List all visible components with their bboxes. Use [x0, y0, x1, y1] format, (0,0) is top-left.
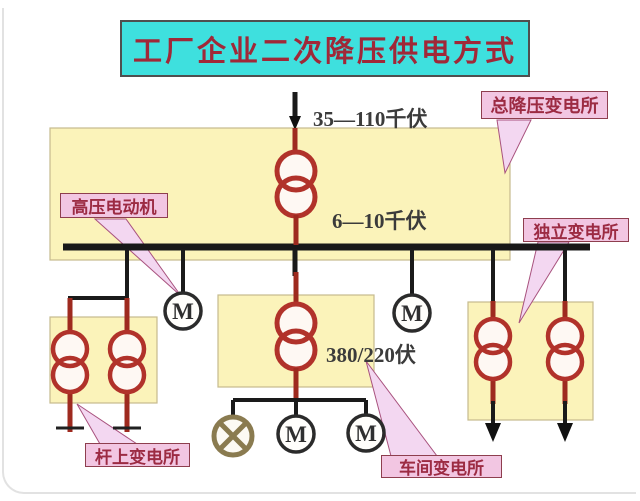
callout-pole-substation: 杆上变电所	[85, 443, 190, 467]
pointer-main-substation	[496, 119, 532, 175]
pole-substation-branch	[50, 249, 147, 432]
motor-circle-icon	[346, 413, 386, 453]
main-transformer-icon	[274, 149, 318, 219]
motor-circle-icon	[392, 293, 432, 333]
outgoing-arrow-icon	[485, 423, 501, 442]
pole-transformer-2-icon	[107, 329, 147, 395]
lamp-icon	[211, 414, 255, 458]
independent-transformer-1-icon	[473, 316, 513, 382]
pole-transformer-1-icon	[50, 329, 90, 395]
voltage-distribution: 6—10千伏	[332, 209, 427, 233]
pointer-hv-motor	[93, 218, 182, 297]
pointer-independent-substation	[518, 241, 570, 324]
callout-main-substation: 总降压变电所	[481, 91, 608, 119]
lv-motor-2: M	[346, 413, 386, 453]
callout-independent-substation: 独立变电所	[523, 218, 629, 242]
voltage-low: 380/220伏	[326, 343, 416, 367]
independent-substation-branch	[473, 249, 585, 442]
workshop-substation-branch: M M	[211, 249, 386, 458]
hv-motor-2: M	[392, 249, 432, 333]
lv-motor-1: M	[276, 414, 316, 454]
motor-letter: M	[355, 421, 377, 446]
callout-hv-motor: 高压电动机	[60, 193, 168, 218]
incoming-arrow-icon	[289, 116, 301, 130]
diagram-title: 工厂企业二次降压供电方式	[120, 20, 530, 77]
callout-workshop-substation: 车间变电所	[381, 455, 502, 478]
outgoing-arrow-icon	[557, 423, 573, 442]
motor-circle-icon	[163, 291, 203, 331]
motor-letter: M	[172, 299, 194, 324]
motor-circle-icon	[276, 414, 316, 454]
workshop-transformer-icon	[274, 301, 318, 372]
hv-motor-1: M	[163, 249, 203, 331]
callout-pointers	[76, 119, 570, 457]
voltage-incoming: 35—110千伏	[313, 107, 428, 131]
independent-transformer-2-icon	[545, 316, 585, 382]
motor-letter: M	[285, 422, 307, 447]
motor-letter: M	[401, 301, 423, 326]
